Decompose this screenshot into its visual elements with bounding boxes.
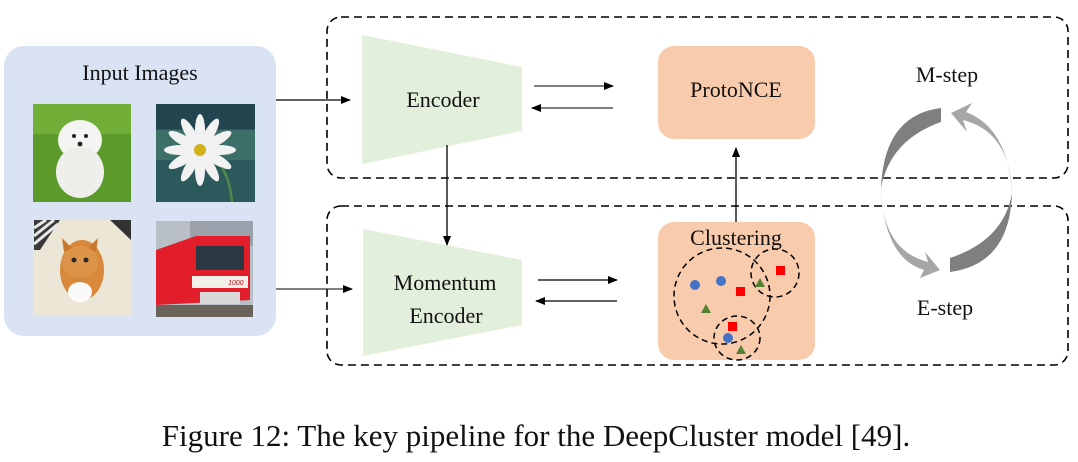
top-dashed-group bbox=[326, 16, 1069, 179]
cluster-points bbox=[690, 266, 785, 354]
image-cat bbox=[33, 218, 131, 316]
point-green bbox=[701, 304, 711, 313]
train-number: 1000 bbox=[228, 280, 244, 287]
e-step-label: E-step bbox=[917, 295, 973, 320]
cycle-arrow-bottom-left bbox=[881, 188, 940, 278]
protonce-label: ProtoNCE bbox=[690, 77, 782, 102]
point-blue bbox=[723, 333, 733, 343]
cycle-arrow-top-right bbox=[951, 103, 1012, 193]
point-red bbox=[728, 322, 737, 331]
m-step-label: M-step bbox=[916, 62, 978, 87]
protonce-box bbox=[658, 46, 815, 139]
momentum-encoder-label-line2: Encoder bbox=[409, 303, 483, 328]
momentum-encoder-block bbox=[363, 229, 522, 356]
point-green bbox=[736, 345, 746, 354]
em-cycle-icon bbox=[881, 103, 1012, 278]
cluster-plot bbox=[673, 247, 800, 361]
point-red bbox=[736, 287, 745, 296]
image-dog bbox=[33, 104, 131, 202]
point-green bbox=[755, 278, 765, 287]
cycle-arrow-top-left bbox=[881, 108, 941, 188]
point-blue bbox=[690, 280, 700, 290]
bottom-dashed-group bbox=[326, 205, 1069, 366]
cluster-ellipse-right bbox=[750, 248, 800, 298]
point-blue bbox=[716, 276, 726, 286]
cluster-ellipse-bottom bbox=[713, 315, 761, 361]
momentum-encoder-label-line1: Momentum bbox=[394, 270, 497, 295]
input-images-title: Input Images bbox=[82, 60, 197, 85]
point-red bbox=[776, 266, 785, 275]
figure-caption: Figure 12: The key pipeline for the Deep… bbox=[162, 418, 910, 453]
encoder-label: Encoder bbox=[406, 87, 480, 112]
image-flower bbox=[156, 104, 255, 203]
image-train: 1000 bbox=[156, 221, 253, 317]
encoder-block bbox=[362, 35, 522, 164]
cycle-arrow-bottom-right bbox=[950, 193, 1012, 272]
clustering-label: Clustering bbox=[690, 225, 782, 250]
